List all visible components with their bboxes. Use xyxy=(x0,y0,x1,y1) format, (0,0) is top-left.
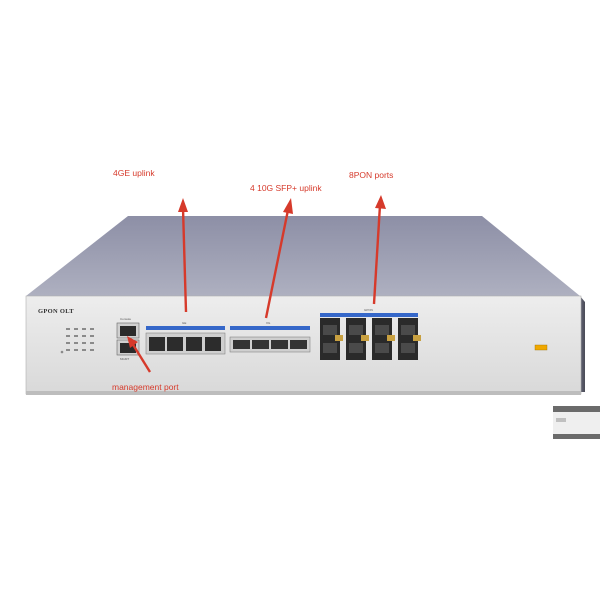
warning-label-icon xyxy=(534,344,548,351)
ge-port-group xyxy=(145,326,226,355)
mgmt-label: MGMT xyxy=(120,357,130,361)
console-label: Console xyxy=(120,317,132,321)
device-brand-label: GPON OLT xyxy=(38,308,74,315)
sfp-port-group xyxy=(229,326,311,353)
status-led-grid xyxy=(60,328,94,354)
annotation-management-port: management port xyxy=(112,382,179,392)
pon-group-label: GPON xyxy=(364,308,373,312)
sfp-group-label: XG xyxy=(266,321,271,325)
background-box xyxy=(553,406,600,439)
chassis-top xyxy=(26,216,580,296)
console-port xyxy=(116,322,140,339)
annotation-arrows xyxy=(127,195,386,373)
annotation-10g-uplink: 4 10G SFP+ uplink xyxy=(250,183,322,193)
ge-group-label: GE xyxy=(182,321,187,325)
annotation-pon-ports: 8PON ports xyxy=(349,170,394,180)
pon-port-group xyxy=(320,313,421,360)
annotation-4ge-uplink: 4GE uplink xyxy=(113,168,155,178)
